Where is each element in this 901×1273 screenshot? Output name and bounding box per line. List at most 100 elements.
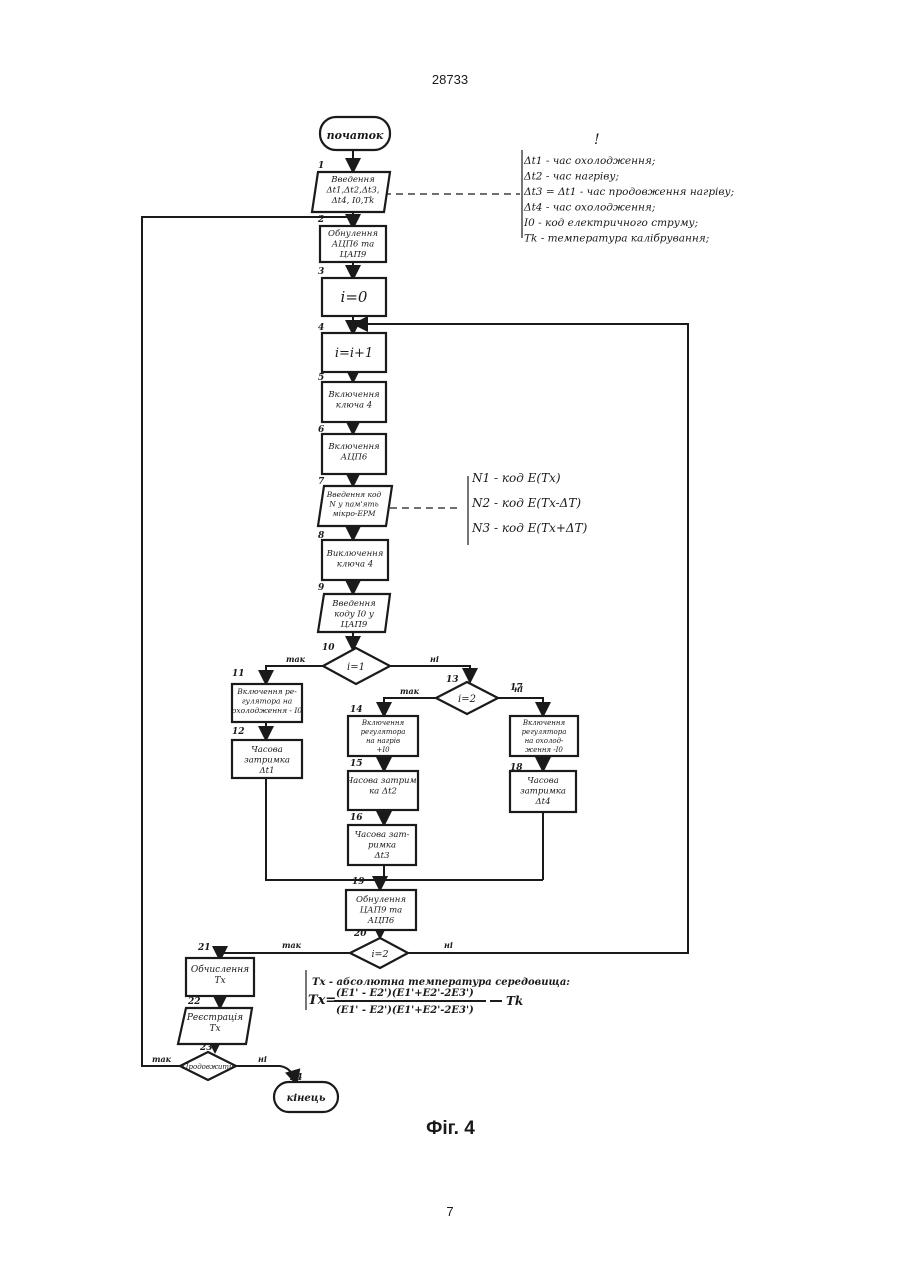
branch-yes-label: так bbox=[282, 940, 302, 950]
block-15-text: ка Δt2 bbox=[369, 787, 397, 797]
block-11-text: гулятора на bbox=[242, 697, 293, 706]
block-17-text: ження -I0 bbox=[525, 746, 563, 754]
step-number-18: 18 bbox=[510, 763, 523, 773]
block-15-text: Часова затрим- bbox=[347, 776, 420, 786]
block-7-text: мікро-ЕРМ bbox=[332, 509, 375, 518]
block-21-text: Tx bbox=[214, 976, 225, 986]
step-number-7: 7 bbox=[318, 477, 325, 487]
block-17-text: Включення bbox=[522, 719, 566, 727]
block-16-text: Часова зат- bbox=[355, 830, 410, 840]
legend-top-line: Δt4 - час охолодження; bbox=[523, 202, 655, 214]
step-number-13: 13 bbox=[446, 675, 459, 685]
legend-mid-line: N3 - код E(Tx+ΔT) bbox=[471, 521, 588, 535]
block-2-text: ЦАП9 bbox=[340, 250, 367, 260]
end-label: кінець bbox=[287, 1093, 326, 1104]
block-18-text: затримка bbox=[520, 787, 566, 797]
block-5-text: ключа 4 bbox=[336, 401, 372, 411]
step-number-14: 14 bbox=[350, 705, 363, 715]
block-5-text: Включення bbox=[327, 390, 380, 400]
block-7-text: Введення код bbox=[326, 490, 382, 499]
block-11-text: Включення ре- bbox=[236, 687, 297, 696]
step-number-24: 24 bbox=[289, 1073, 303, 1083]
step-number-5: 5 bbox=[318, 373, 324, 383]
block-22-text: Tx bbox=[209, 1024, 220, 1034]
block-4-text: i=i+1 bbox=[335, 346, 373, 361]
legend-top: ! Δt1 - час охолодження; Δt2 - час нагріву… bbox=[523, 132, 734, 245]
block-1-text: Δt4, I0,Tk bbox=[331, 196, 375, 206]
block-14-text: на нагрів bbox=[366, 737, 400, 745]
block-6-text: АЦП6 bbox=[340, 453, 368, 463]
legend-mid-line: N2 - код E(Tx-ΔT) bbox=[471, 496, 581, 510]
block-17-text: регулятора bbox=[522, 728, 567, 736]
step-number-23: 23 bbox=[199, 1043, 213, 1053]
formula-note: Tx - абсолютна температура середовища: bbox=[312, 977, 570, 988]
block-7-text: N у пам'ять bbox=[328, 500, 378, 509]
block-23-text: Продовжити bbox=[181, 1063, 234, 1071]
step-number-16: 16 bbox=[350, 813, 363, 823]
block-22-text: Реєстрація bbox=[186, 1013, 243, 1023]
block-18-text: Часова bbox=[527, 776, 559, 786]
legend-mid-line: N1 - код E(Tx) bbox=[471, 471, 561, 485]
step-number-12: 12 bbox=[232, 727, 245, 737]
block-14-text: +I0 bbox=[376, 746, 390, 754]
page-number: 7 bbox=[400, 1204, 500, 1219]
block-10-text: i=1 bbox=[347, 662, 365, 673]
legend-top-line: Δt3 = Δt1 - час продовження нагріву; bbox=[523, 186, 734, 198]
block-3-text: i=0 bbox=[341, 288, 368, 306]
step-number-9: 9 bbox=[318, 583, 325, 593]
block-11-text: охолодження - I0 bbox=[232, 706, 302, 715]
block-14-text: регулятора bbox=[361, 728, 406, 736]
block-16-text: римка bbox=[368, 841, 396, 851]
flow-lines bbox=[142, 150, 688, 1082]
step-number-10: 10 bbox=[322, 643, 335, 653]
step-number-1: 1 bbox=[318, 161, 324, 171]
step-number-8: 8 bbox=[318, 531, 325, 541]
block-17-text: на охолод- bbox=[525, 737, 564, 745]
branch-no-label: ні bbox=[258, 1054, 267, 1064]
start-label: початок bbox=[327, 129, 384, 142]
block-19-text: АЦП6 bbox=[367, 916, 395, 926]
step-number-20: 20 bbox=[353, 929, 367, 939]
legend-top-line: Δt1 - час охолодження; bbox=[523, 155, 655, 167]
block-9-text: Введення bbox=[331, 599, 376, 609]
shapes bbox=[178, 117, 578, 1112]
step-number-21: 21 bbox=[197, 943, 211, 953]
branch-no-label: ні bbox=[444, 940, 453, 950]
block-12-text: Часова bbox=[251, 745, 283, 755]
step-number-19: 19 bbox=[352, 877, 365, 887]
branch-yes-label: так bbox=[286, 654, 306, 664]
step-number-2: 2 bbox=[317, 215, 324, 225]
block-2-text: Обнулення bbox=[328, 228, 378, 239]
step-number-15: 15 bbox=[350, 759, 363, 769]
branch-labels: так ні так ні так ні так ні bbox=[152, 654, 523, 1064]
legend-top-line: Δt2 - час нагріву; bbox=[523, 171, 619, 183]
formula-lhs: Tx= bbox=[308, 993, 336, 1008]
formula-rhs: Tk bbox=[506, 994, 523, 1008]
figure-caption: Фіг. 4 bbox=[0, 1118, 901, 1140]
block-9-text: ЦАП9 bbox=[341, 620, 368, 630]
block-8-text: Виключення bbox=[326, 549, 384, 559]
step-number-11: 11 bbox=[232, 669, 245, 679]
branch-yes-label: так bbox=[400, 686, 420, 696]
legend-top-line: ! bbox=[594, 132, 600, 148]
block-16-text: Δt3 bbox=[374, 851, 390, 861]
branch-no-label: ні bbox=[430, 654, 439, 664]
block-19-text: ЦАП9 та bbox=[360, 906, 403, 916]
branch-no-label: ні bbox=[514, 684, 523, 694]
block-8-text: ключа 4 bbox=[337, 560, 373, 570]
block-13-text: i=2 bbox=[458, 694, 476, 705]
block-6-text: Включення bbox=[327, 442, 380, 452]
legend-top-line: Tk - температура калібрування; bbox=[524, 233, 709, 245]
block-2-text: АЦП6 та bbox=[331, 240, 375, 250]
block-18-text: Δt4 bbox=[535, 797, 551, 807]
block-19-text: Обнулення bbox=[356, 894, 406, 905]
block-12-text: Δt1 bbox=[259, 766, 275, 776]
block-1-text: Δt1,Δt2,Δt3, bbox=[326, 186, 380, 196]
block-9-text: коду I0 у bbox=[334, 610, 374, 620]
block-1-text: Введення bbox=[330, 175, 375, 185]
block-21-text: Обчислення bbox=[191, 964, 249, 975]
step-number-3: 3 bbox=[318, 267, 324, 277]
branch-yes-label: так bbox=[152, 1054, 172, 1064]
formula-numerator: (E1' - E2')(E1'+E2'-2E3') bbox=[336, 988, 474, 999]
